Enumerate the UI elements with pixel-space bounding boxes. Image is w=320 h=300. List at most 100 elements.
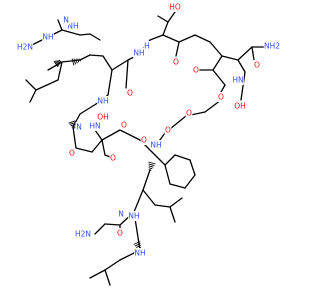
bond-76 <box>104 259 121 271</box>
stereo-hash-bond-5 <box>148 161 156 171</box>
bond-53 <box>25 79 37 91</box>
atom-label-nh-ring-4: NH <box>97 96 109 106</box>
atom-label-background <box>117 209 125 219</box>
atom-label-text: HO <box>169 3 181 12</box>
hash-stroke <box>148 163 155 166</box>
bond-19 <box>220 84 226 93</box>
atom-label-text: O <box>69 149 75 158</box>
hash-stroke <box>68 120 76 124</box>
hash-stroke <box>58 59 62 63</box>
atom-label-text: N <box>118 210 124 219</box>
hash-stroke <box>148 165 154 168</box>
bond-15 <box>240 71 246 101</box>
stereo-hash-bond-3 <box>68 120 76 129</box>
atom-label-o-ring-2: O <box>126 88 134 98</box>
atom-label-text: NH2 <box>264 42 280 51</box>
atom-label-o-top: O <box>172 57 180 67</box>
atom-label-background <box>134 248 146 258</box>
bond-5 <box>162 34 180 43</box>
atom-label-text: N <box>76 123 82 132</box>
atom-label-background <box>253 60 261 70</box>
stereo-hash-bond-1 <box>71 58 81 66</box>
atom-label-text: O <box>121 121 127 130</box>
bond-52 <box>35 79 59 91</box>
atom-label-background <box>89 121 101 131</box>
atom-label-background <box>42 32 54 42</box>
bond-33 <box>94 129 103 141</box>
hash-stroke <box>72 127 76 129</box>
atom-label-text: H2N <box>75 230 91 239</box>
bond-70 <box>142 189 156 206</box>
hash-stroke <box>54 60 60 66</box>
atom-label-o-left: O <box>109 153 117 163</box>
atom-label-o-ring-4: O <box>140 135 148 145</box>
bond-54 <box>29 89 37 103</box>
atom-label-background <box>217 92 225 102</box>
atom-label-background <box>126 88 134 98</box>
hash-stroke <box>57 60 61 64</box>
atom-label-text: HN <box>89 122 100 131</box>
bond-57 <box>164 154 176 166</box>
hash-stroke <box>136 245 141 248</box>
bond-35 <box>119 129 141 141</box>
atom-label-nh-bottom: NH <box>150 140 162 150</box>
bond-59 <box>189 159 196 176</box>
atom-label-background <box>232 75 244 85</box>
atom-label-background <box>140 135 148 145</box>
atom-label-nh-left-2: NH <box>134 248 146 258</box>
atom-label-background <box>97 96 109 106</box>
atom-label-text: O <box>165 126 171 135</box>
bond-68 <box>94 223 106 235</box>
bond-30 <box>72 126 77 149</box>
atom-label-background <box>109 153 117 163</box>
bond-62 <box>164 164 171 185</box>
atom-label-background <box>68 148 76 158</box>
bond-48 <box>79 54 91 61</box>
hash-stroke <box>70 123 76 127</box>
bond-43 <box>79 33 91 36</box>
atom-label-background <box>128 211 140 221</box>
atom-label-text: HN <box>232 76 243 85</box>
atom-label-text: NH <box>42 33 53 42</box>
atom-label-text: N <box>63 16 69 25</box>
atom-label-text: O <box>254 61 260 70</box>
atom-label-background <box>263 41 281 51</box>
atom-label-background <box>150 140 162 150</box>
atom-label-background <box>116 228 124 238</box>
bond-65 <box>133 189 144 213</box>
atom-label-n-top: N <box>62 15 70 25</box>
hash-stroke <box>148 167 153 170</box>
atom-label-text: NH <box>67 22 78 31</box>
atom-label-nh2-amide: NH2 <box>263 41 281 51</box>
bond-44 <box>61 29 81 36</box>
atom-label-background <box>74 229 92 239</box>
hash-stroke <box>134 243 141 247</box>
hash-stroke <box>148 169 152 171</box>
bond-25 <box>89 54 104 57</box>
atom-label-background <box>97 112 109 122</box>
atom-label-nh-top: NH <box>67 21 79 31</box>
hash-stroke <box>56 60 60 65</box>
atom-label-text: H <box>144 42 150 51</box>
bond-71 <box>154 204 171 208</box>
bond-78 <box>89 269 106 279</box>
bond-1 <box>167 11 176 23</box>
atom-label-h-n-top: H <box>143 41 151 51</box>
atom-label-text: OH <box>234 102 246 111</box>
atom-label-background <box>133 48 145 58</box>
bond-38 <box>159 132 166 141</box>
bond-3 <box>162 21 169 36</box>
hash-stroke <box>133 241 141 245</box>
atom-label-text: O <box>186 109 192 118</box>
hash-stroke <box>53 60 59 68</box>
stereo-hash-bond-2 <box>53 59 62 68</box>
bond-63 <box>149 149 166 166</box>
bond-layer <box>25 11 265 286</box>
atom-label-o-bottom-2: O <box>116 228 124 238</box>
atom-label-nh-bottom-2: NH <box>128 211 140 221</box>
hash-stroke <box>69 122 76 125</box>
bond-18 <box>212 69 226 86</box>
atom-label-background <box>192 65 200 75</box>
atom-label-text: NH <box>133 49 144 58</box>
